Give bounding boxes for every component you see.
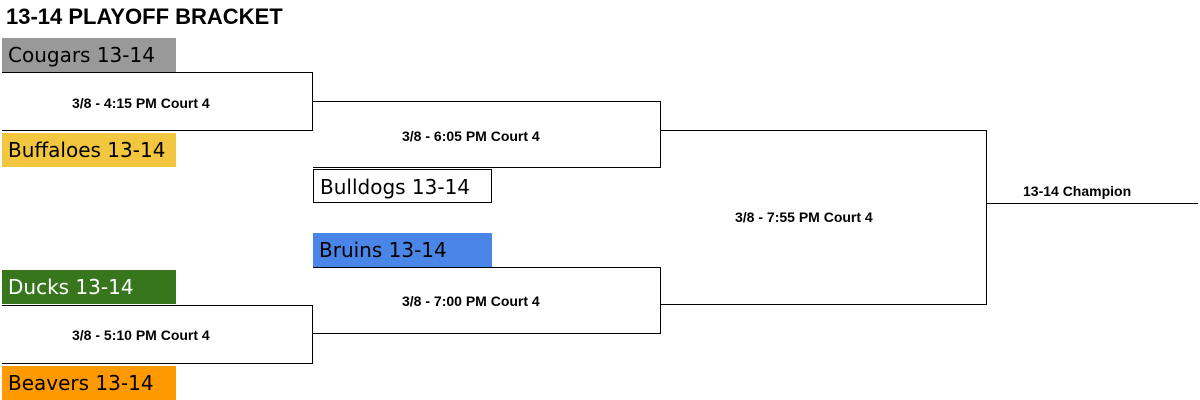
team-beavers: Beavers 13-14	[2, 366, 176, 400]
champion-label: 13-14 Champion	[1023, 183, 1132, 199]
bracket-line	[2, 130, 313, 131]
bracket-line	[312, 101, 661, 102]
game-semi-bottom: 3/8 - 7:00 PM Court 4	[402, 293, 540, 309]
bracket-line	[660, 130, 987, 131]
team-bruins: Bruins 13-14	[313, 233, 492, 267]
bracket-line	[312, 305, 313, 363]
bracket-line	[986, 130, 987, 305]
bracket-line	[2, 305, 312, 306]
team-cougars: Cougars 13-14	[2, 38, 176, 72]
team-bulldogs: Bulldogs 13-14	[313, 169, 492, 203]
team-buffaloes: Buffaloes 13-14	[2, 133, 176, 167]
bracket-line	[313, 333, 661, 334]
bracket-line	[2, 363, 313, 364]
bracket-line	[2, 72, 312, 73]
bracket-line	[660, 267, 661, 333]
bracket-line	[313, 167, 661, 168]
bracket-line	[986, 203, 1198, 204]
game-final: 3/8 - 7:55 PM Court 4	[735, 209, 873, 225]
game-semi-top: 3/8 - 6:05 PM Court 4	[402, 128, 540, 144]
bracket-line	[313, 267, 661, 268]
bracket-title: 13-14 PLAYOFF BRACKET	[6, 4, 283, 29]
bracket-line	[660, 304, 987, 305]
game-r1-top: 3/8 - 4:15 PM Court 4	[72, 95, 210, 111]
team-ducks: Ducks 13-14	[2, 270, 176, 304]
game-r1-bottom: 3/8 - 5:10 PM Court 4	[72, 327, 210, 343]
bracket-line	[660, 101, 661, 167]
